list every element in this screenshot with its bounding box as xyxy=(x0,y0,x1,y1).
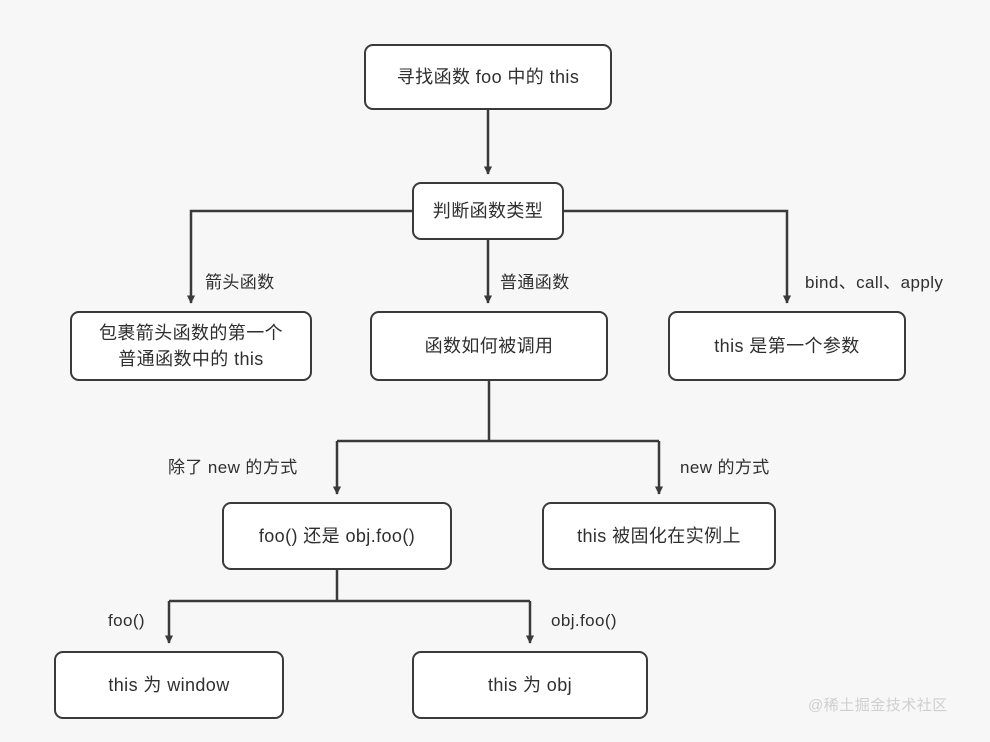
node-foo-or-objfoo[interactable]: foo() 还是 obj.foo() xyxy=(222,502,452,570)
node-arrow-wrapper[interactable]: 包裹箭头函数的第一个 普通函数中的 this xyxy=(70,311,312,381)
edge-label-obj-foo: obj.foo() xyxy=(551,611,617,630)
edge-label-normal-function: 普通函数 xyxy=(500,273,570,292)
node-first-argument[interactable]: this 是第一个参数 xyxy=(668,311,906,381)
watermark: @稀土掘金技术社区 xyxy=(808,697,948,714)
node-find-this[interactable]: 寻找函数 foo 中的 this xyxy=(364,44,612,110)
edge-foo-or-objfoo-bus xyxy=(169,570,530,603)
node-this-window[interactable]: this 为 window xyxy=(54,651,284,719)
edge-judge-type-to-arrow-wrapper xyxy=(186,209,412,304)
node-this-obj[interactable]: this 为 obj xyxy=(412,651,648,719)
edge-judge-type-to-first-argument xyxy=(564,209,792,304)
edge-label-arrow-function: 箭头函数 xyxy=(205,273,275,292)
edge-label-bind-call-apply: bind、call、apply xyxy=(805,273,944,292)
node-judge-type[interactable]: 判断函数类型 xyxy=(412,182,564,240)
node-how-called[interactable]: 函数如何被调用 xyxy=(370,311,608,381)
edge-label-except-new: 除了 new 的方式 xyxy=(168,458,298,477)
edge-how-called-bus xyxy=(337,381,659,443)
edge-label-new-way: new 的方式 xyxy=(680,458,770,477)
node-fixed-instance[interactable]: this 被固化在实例上 xyxy=(542,502,776,570)
edge-label-foo: foo() xyxy=(108,611,145,630)
